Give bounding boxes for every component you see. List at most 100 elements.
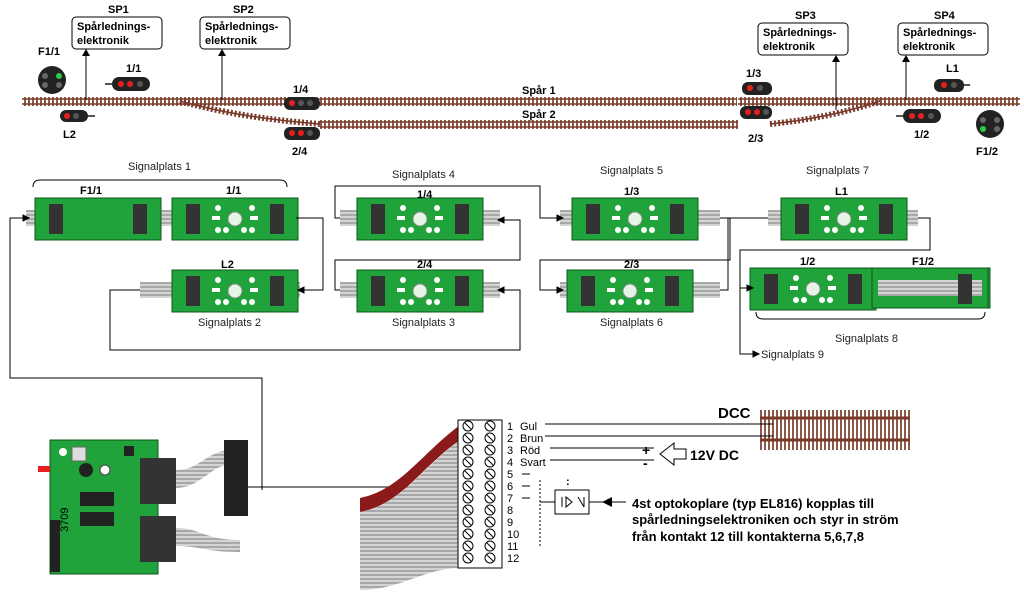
terminal-screw-slot <box>464 434 472 442</box>
signalplats-7-label: Signalplats 7 <box>806 165 869 177</box>
board-1-4: 1/4 <box>340 189 500 241</box>
signalplats-4-label: Signalplats 4 <box>392 169 455 181</box>
sp3-title: SP3 <box>795 10 816 22</box>
terminal-pin-number: 2 <box>507 433 513 445</box>
signal-2-4-label: 2/4 <box>292 146 308 158</box>
terminal-pin-number: 11 <box>507 541 518 553</box>
opto-text-3: från kontakt 12 till kontakterna 5,6,7,8 <box>632 529 864 544</box>
signal-2-3-label: 2/3 <box>748 133 763 145</box>
terminal-screw-slot <box>464 506 472 514</box>
signal-f1-2: F1/2 <box>976 110 1004 158</box>
sp2-title: SP2 <box>233 4 254 16</box>
terminal-ribbon <box>360 425 460 590</box>
terminal-pin-number: 6 <box>507 481 513 493</box>
supply-minus: - <box>643 455 648 471</box>
terminal-screw-slot <box>486 530 494 538</box>
sp2-line1: Spårlednings- <box>205 21 279 33</box>
terminal-screw-slot <box>486 506 494 514</box>
terminal-screw-slot <box>486 518 494 526</box>
board-1-1-label: 1/1 <box>226 185 241 197</box>
terminal-screw-slot <box>464 554 472 562</box>
terminal-screw-slot <box>464 446 472 454</box>
supply-label: 12V DC <box>690 447 739 463</box>
terminal-pin-number: 9 <box>507 517 513 529</box>
terminal-pin-number: 7 <box>507 493 513 505</box>
board-l2-label: L2 <box>221 259 234 271</box>
terminal-screw-slot <box>486 554 494 562</box>
signalplats-9-label: Signalplats 9 <box>761 349 824 361</box>
sp4-title: SP4 <box>934 10 956 22</box>
terminal-screw-slot <box>464 518 472 526</box>
terminal-screw-slot <box>464 482 472 490</box>
terminal-pin-number: 3 <box>507 445 513 457</box>
board-1-3: 1/3 <box>560 186 720 241</box>
opto-dots: : <box>566 476 570 488</box>
terminal-pin-name: Gul <box>520 421 537 433</box>
signal-l2: L2 <box>60 110 95 141</box>
terminal-screw-slot <box>464 458 472 466</box>
sp3-line1: Spårlednings- <box>763 27 837 39</box>
signal-2-3: 2/3 <box>740 106 772 145</box>
signal-1-3: 1/3 <box>742 68 772 95</box>
spar-1-label: Spår 1 <box>522 85 556 97</box>
sp3-box: SP3 Spårlednings- elektronik <box>757 10 849 110</box>
signal-1-4: 1/4 <box>284 84 320 110</box>
terminal-screw-slot <box>486 470 494 478</box>
signal-f1-1-label: F1/1 <box>38 46 60 58</box>
sp4-line1: Spårlednings- <box>903 27 977 39</box>
terminal-screw-slot <box>464 530 472 538</box>
signal-f1-1: F1/1 <box>38 46 66 94</box>
terminal-screw-slot <box>464 470 472 478</box>
signal-1-4-label: 1/4 <box>293 84 309 96</box>
signalplats-5-label: Signalplats 5 <box>600 165 663 177</box>
signalplats-8-label: Signalplats 8 <box>835 333 898 345</box>
terminal-screw-slot <box>464 494 472 502</box>
board-1-4-label: 1/4 <box>417 189 433 201</box>
signal-1-1-label: 1/1 <box>126 63 141 75</box>
opto-text-2: spårledningselektroniken och styr in str… <box>632 512 899 527</box>
signal-1-2-label: 1/2 <box>914 129 929 141</box>
board-l1-label: L1 <box>835 186 848 198</box>
signal-1-2: 1/2 <box>896 109 941 141</box>
signal-2-4: 2/4 <box>284 127 320 158</box>
board-l1: L1 <box>768 186 918 241</box>
terminal-screw-slot <box>464 542 472 550</box>
terminal-screw-slot <box>486 422 494 430</box>
board-2-3: 2/3 <box>560 259 720 313</box>
terminal-pin-number: 1 <box>507 421 513 433</box>
terminal-pin-number: 4 <box>507 457 513 469</box>
module-3709: 3709 <box>38 439 176 575</box>
signal-l2-label: L2 <box>63 129 76 141</box>
dcc-label: DCC <box>718 405 751 422</box>
board-2-4-label: 2/4 <box>417 259 433 271</box>
terminal-screw-slot <box>486 446 494 454</box>
board-f1-2: F1/2 <box>871 256 989 309</box>
supply-12v: + - 12V DC <box>550 441 739 471</box>
board-1-1: 1/1 <box>171 185 299 241</box>
signalplats-6-label: Signalplats 6 <box>600 317 663 329</box>
board-f1-1-label: F1/1 <box>80 185 102 197</box>
sp1-line1: Spårlednings- <box>77 21 151 33</box>
board-2-4: 2/4 <box>340 259 500 313</box>
board-1-3-label: 1/3 <box>624 186 639 198</box>
sp2-box: SP2 Spårlednings- elektronik <box>199 4 291 100</box>
terminal-pin-number: 10 <box>507 529 519 541</box>
sp2-line2: elektronik <box>205 35 258 47</box>
sp4-box: SP4 Spårlednings- elektronik <box>897 10 989 100</box>
terminal-screw-slot <box>486 434 494 442</box>
signal-l1: L1 <box>934 63 970 92</box>
sp1-line2: elektronik <box>77 35 130 47</box>
signalplats-1-label: Signalplats 1 <box>128 161 191 173</box>
track-spar-2 <box>179 98 881 129</box>
board-l2: L2 <box>140 259 300 313</box>
terminal-pin-number: 5 <box>507 469 513 481</box>
terminal-pin-number: 8 <box>507 505 513 517</box>
signalplats-2-label: Signalplats 2 <box>198 317 261 329</box>
signal-f1-2-label: F1/2 <box>976 146 998 158</box>
sp4-line2: elektronik <box>903 41 956 53</box>
board-f1-2-label: F1/2 <box>912 256 934 268</box>
terminal-screw-slot <box>486 482 494 490</box>
supply-plus: + <box>642 442 650 458</box>
terminal-screw-slot <box>486 542 494 550</box>
